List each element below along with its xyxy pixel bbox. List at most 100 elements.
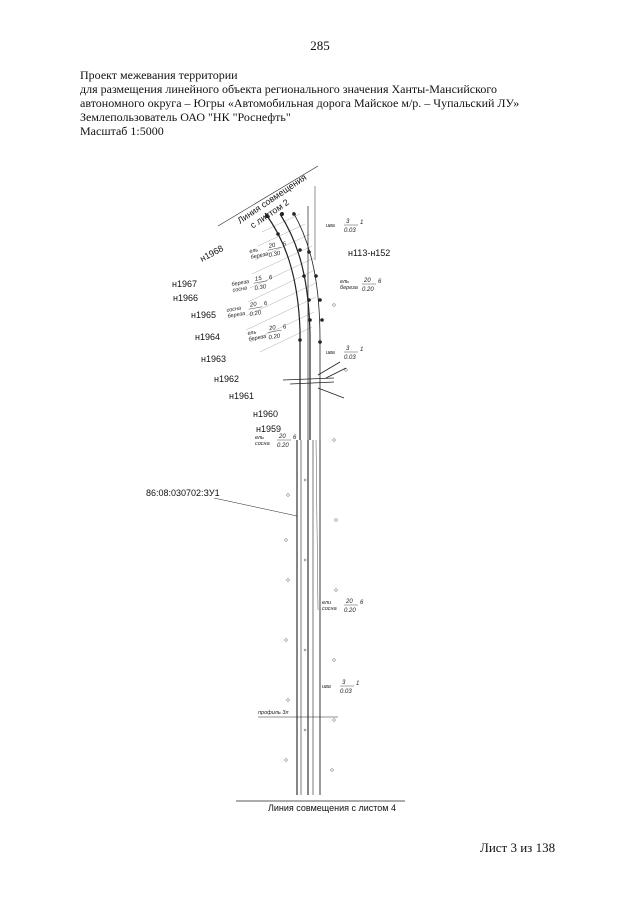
point-marker: [298, 248, 302, 252]
point-label-n1960: н1960: [253, 409, 278, 419]
point-marker: [308, 318, 312, 322]
svg-text:20: 20: [249, 302, 258, 309]
svg-text:0.03: 0.03: [344, 355, 356, 361]
header-scale: Масштаб 1:5000: [80, 124, 164, 138]
svg-text:ель: ель: [249, 247, 259, 255]
svg-text:3: 3: [342, 680, 346, 686]
point-range-label: н113-н152: [348, 248, 390, 258]
svg-text:ива: ива: [326, 350, 335, 356]
svg-text:ива: ива: [326, 223, 335, 229]
svg-text:ель: ель: [340, 279, 349, 285]
svg-text:береза: береза: [248, 334, 267, 343]
svg-text:1: 1: [360, 347, 363, 353]
svg-text:береза: береза: [250, 251, 269, 261]
svg-text:1: 1: [356, 681, 359, 687]
boundary-curves: [264, 186, 321, 440]
svg-text:6: 6: [282, 241, 287, 248]
header-title: Проект межевания территории: [80, 68, 238, 82]
point-label-n1965: н1965: [191, 310, 216, 320]
svg-text:0.30: 0.30: [268, 251, 281, 259]
point-label-n1967: н1967: [172, 279, 197, 289]
point-marker: [265, 214, 269, 218]
svg-text:0.20: 0.20: [344, 608, 356, 614]
point-label-n1962: н1962: [214, 374, 239, 384]
point-label-n1959: н1959: [256, 424, 281, 434]
vegetation-annotation: ель береза 20 0.20 6: [247, 324, 288, 343]
match-line-top: [217, 165, 319, 227]
svg-text:3: 3: [346, 219, 350, 225]
point-marker: [298, 338, 302, 342]
point-label-n1963: н1963: [201, 354, 226, 364]
boundary-points: [265, 212, 324, 344]
svg-text:6: 6: [283, 324, 288, 331]
svg-text:0.03: 0.03: [340, 689, 352, 695]
road-junction: [282, 361, 347, 399]
svg-text:15: 15: [255, 276, 263, 283]
svg-text:0.20: 0.20: [362, 287, 374, 293]
point-marker: [307, 250, 311, 254]
point-label-n1968: н1968: [198, 243, 225, 264]
svg-text:ели: ели: [322, 600, 331, 606]
vegetation-annotation: ива 3 0.03 1: [326, 346, 363, 361]
vegetation-annotation: ель сосна 20 0.20 6: [255, 434, 297, 449]
forest-hatch: [245, 213, 317, 353]
svg-text:20: 20: [278, 434, 286, 440]
header-land-user: Землепользователь ОАО "НК "Роснефть": [80, 110, 291, 124]
match-line-bottom-label: Линия совмещения с листом 4: [268, 803, 396, 813]
header-object: автономного округа – Югры «Автомобильная…: [80, 96, 520, 110]
svg-text:0.20: 0.20: [249, 310, 262, 318]
document-header: Проект межевания территории для размещен…: [80, 68, 600, 138]
svg-text:0.20: 0.20: [268, 333, 281, 341]
svg-text:сосна: сосна: [226, 306, 241, 314]
sheet-counter: Лист 3 из 138: [480, 840, 556, 855]
svg-text:6: 6: [293, 435, 297, 441]
parcel-leader: [213, 497, 298, 517]
svg-text:6: 6: [360, 600, 364, 606]
point-label-n1961: н1961: [229, 391, 254, 401]
point-marker: [320, 318, 324, 322]
point-marker: [280, 212, 284, 216]
svg-text:0.20: 0.20: [277, 443, 289, 449]
point-marker: [318, 298, 322, 302]
header-purpose: для размещения линейного объекта региона…: [80, 82, 497, 96]
page-number: 285: [310, 38, 330, 53]
svg-text:сосна: сосна: [232, 285, 247, 293]
svg-text:ель: ель: [247, 330, 257, 337]
svg-text:0.30: 0.30: [254, 284, 267, 292]
point-marker: [276, 232, 280, 236]
svg-text:береза: береза: [340, 285, 358, 291]
svg-text:20: 20: [268, 325, 277, 332]
point-marker: [302, 274, 306, 278]
svg-text:20: 20: [267, 242, 276, 250]
svg-text:ива: ива: [322, 684, 331, 690]
svg-text:20: 20: [345, 599, 353, 605]
vegetation-annotation: ива 3 0.03 1: [322, 680, 359, 695]
svg-text:6: 6: [264, 301, 269, 308]
vegetation-annotation: ива 3 0.03 1: [326, 219, 363, 234]
vegetation-annotation: сосна береза 20 0.20 6: [226, 301, 269, 320]
svg-text:1: 1: [360, 220, 363, 226]
svg-text:6: 6: [378, 279, 382, 285]
profile-label: профиль 3л: [258, 710, 288, 716]
svg-text:20: 20: [363, 278, 371, 284]
point-label-n1966: н1966: [173, 293, 198, 303]
vegetation-annotation: ели сосна 20 0.20 6: [322, 599, 364, 614]
point-marker: [314, 274, 318, 278]
parcel-id-label: 86:08:030702:ЗУ1: [146, 488, 220, 498]
svg-text:сосна: сосна: [255, 441, 270, 447]
svg-text:0.03: 0.03: [344, 228, 356, 234]
survey-markers: [284, 303, 348, 772]
svg-text:береза: береза: [227, 311, 246, 320]
vegetation-annotation: ель береза 20 0.30 6: [249, 241, 287, 261]
vegetation-annotation: ель береза 20 0.20 6: [340, 278, 382, 293]
point-marker: [318, 340, 322, 344]
svg-text:6: 6: [269, 275, 274, 282]
road-corridor: [296, 439, 321, 795]
point-marker: [292, 212, 296, 216]
point-label-n1964: н1964: [195, 332, 220, 342]
svg-text:ель: ель: [255, 435, 264, 441]
svg-text:береза: береза: [231, 279, 250, 288]
svg-text:3: 3: [346, 346, 350, 352]
vegetation-annotation: береза сосна 15 0.30 6: [231, 275, 274, 294]
